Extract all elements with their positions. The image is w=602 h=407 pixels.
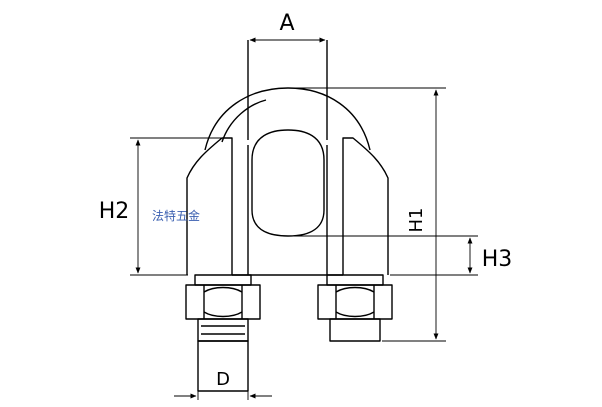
right-nut bbox=[317, 284, 393, 320]
left-saddle bbox=[186, 137, 233, 275]
rope-oval bbox=[251, 129, 325, 237]
label-d: D bbox=[216, 369, 230, 390]
watermark-text: 法特五金 bbox=[152, 208, 200, 223]
u-bolt-arch bbox=[204, 87, 371, 151]
label-a: A bbox=[279, 11, 294, 36]
label-h3: H3 bbox=[482, 247, 513, 272]
right-washer bbox=[326, 274, 384, 286]
left-nut bbox=[185, 284, 261, 320]
label-h1: H1 bbox=[406, 208, 427, 233]
left-washer bbox=[194, 274, 252, 286]
left-threaded-stud bbox=[197, 318, 249, 342]
label-h2: H2 bbox=[99, 199, 130, 224]
right-threaded-stud bbox=[329, 318, 381, 342]
left-stud-end bbox=[197, 340, 249, 392]
right-saddle bbox=[342, 137, 389, 275]
u-bolt-arch-inner bbox=[221, 99, 267, 143]
